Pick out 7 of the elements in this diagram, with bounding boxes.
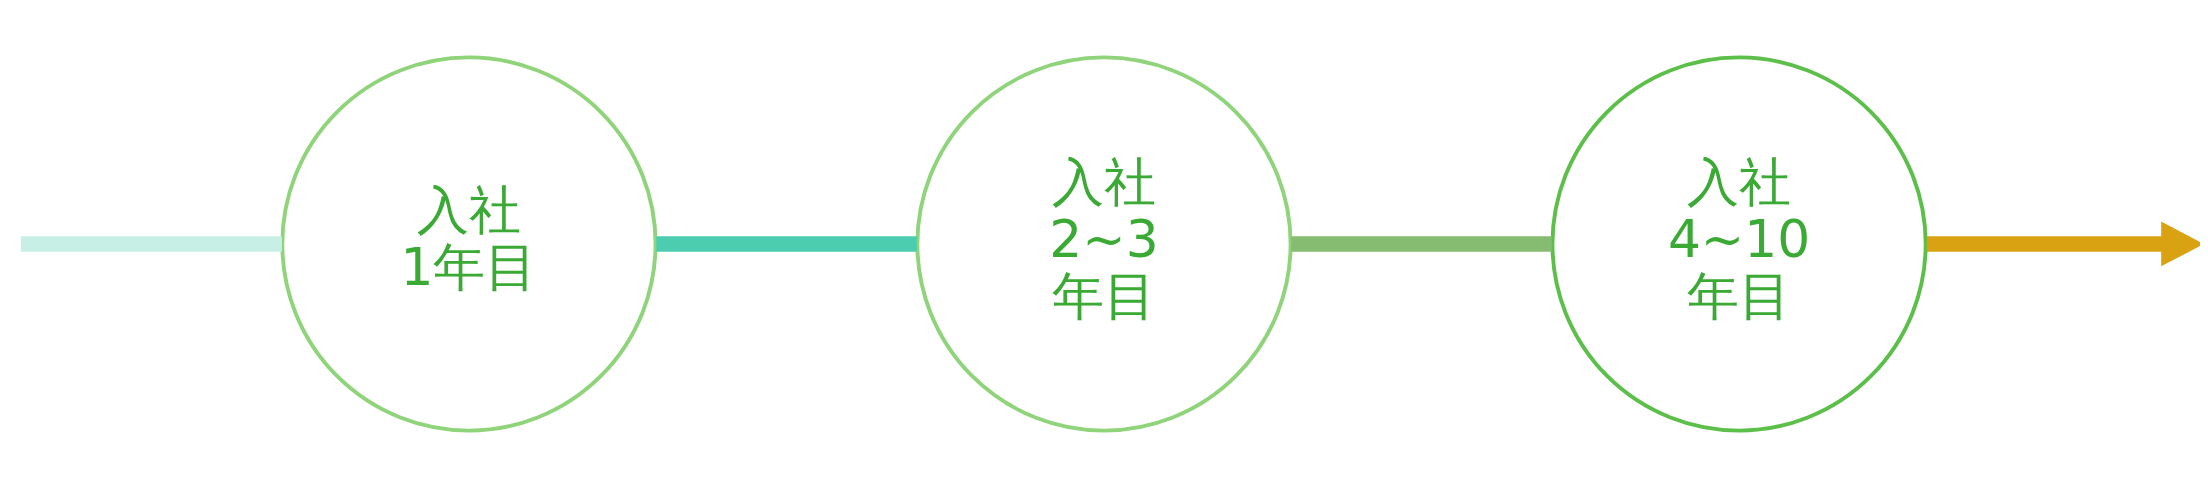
arrow bbox=[1926, 221, 2200, 267]
connector bbox=[656, 236, 917, 252]
node-circle: 入社 2~3 年目 bbox=[915, 55, 1293, 433]
connector bbox=[20, 236, 282, 252]
node-circle: 入社 4~10 年目 bbox=[1550, 55, 1928, 433]
node-circle: 入社 1年目 bbox=[280, 55, 658, 433]
connector bbox=[1291, 236, 1552, 252]
